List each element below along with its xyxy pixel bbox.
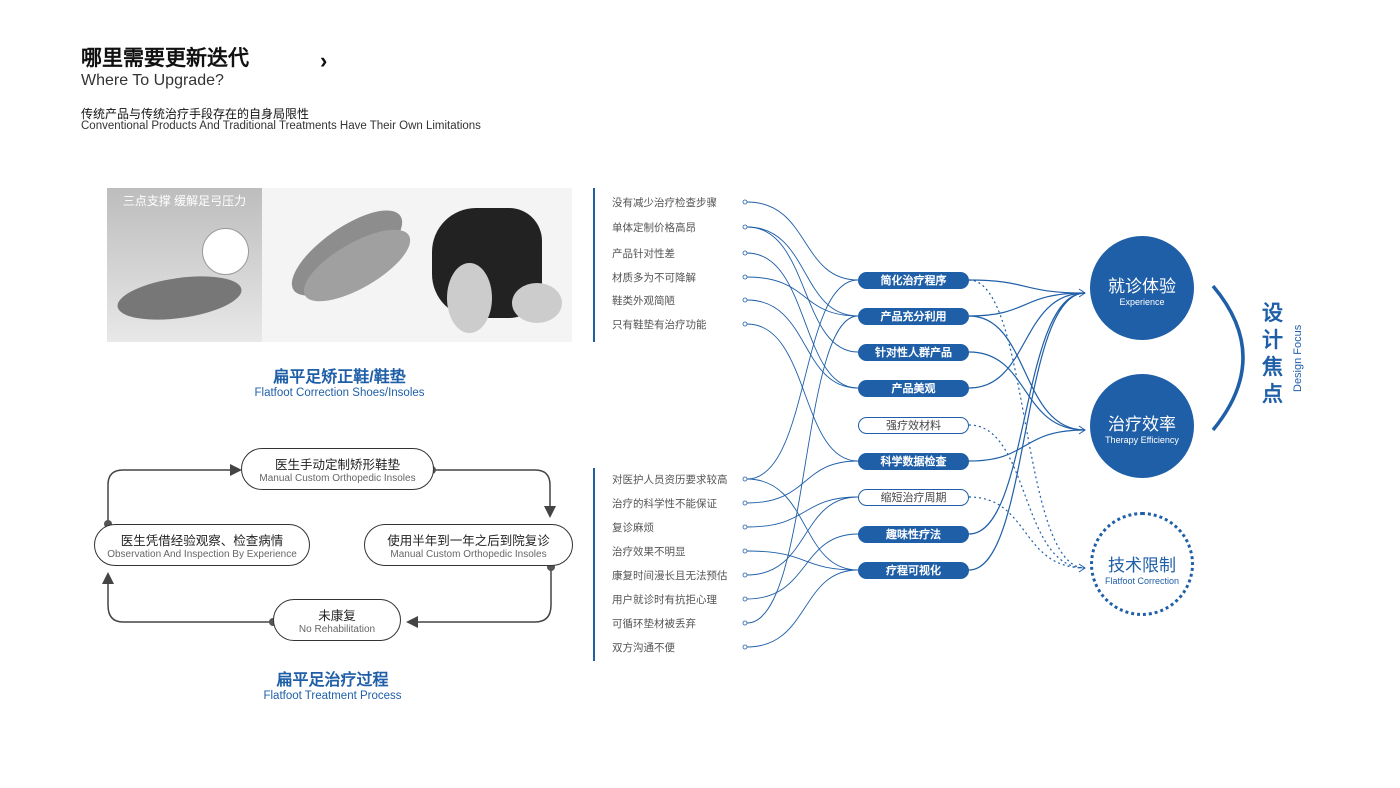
section-desc-zh: 传统产品与传统治疗手段存在的自身局限性 xyxy=(81,107,310,121)
arrow-head-icon xyxy=(1078,425,1086,435)
solution-link xyxy=(968,351,1086,431)
issue-dot xyxy=(742,500,748,506)
solution-link xyxy=(968,279,1086,569)
solution-link xyxy=(968,429,1086,462)
issue-dot xyxy=(742,321,748,327)
solution-link xyxy=(968,279,1086,294)
solution-pill: 强疗效材料 xyxy=(858,417,969,434)
section-desc-en: Conventional Products And Traditional Tr… xyxy=(81,120,481,132)
caption-en: Flatfoot Correction Shoes/Insoles xyxy=(254,387,425,399)
issue-item: 鞋类外观简陋 xyxy=(612,295,675,307)
issue-item: 治疗效果不明显 xyxy=(612,546,686,558)
issue-item: 用户就诊时有抗拒心理 xyxy=(612,594,717,606)
issue-dot xyxy=(742,199,748,205)
issue-link xyxy=(746,201,859,281)
issue-item: 复诊麻烦 xyxy=(612,522,654,534)
issue-item: 可循环垫材被丢弃 xyxy=(612,618,696,630)
solution-pill: 产品充分利用 xyxy=(858,308,969,325)
solution-pill: 趣味性疗法 xyxy=(858,526,969,543)
caption-zh: 扁平足治疗过程 xyxy=(276,672,389,689)
chevron-right-icon: › xyxy=(320,48,328,73)
issue-item: 对医护人员资历要求较高 xyxy=(612,474,728,486)
divider xyxy=(593,468,595,661)
solution-pill: 科学数据检查 xyxy=(858,453,969,470)
page-title: 哪里需要更新迭代 xyxy=(81,47,249,70)
issue-link xyxy=(746,478,859,571)
solution-link xyxy=(968,292,1086,535)
issue-item: 康复时间漫长且无法预估 xyxy=(612,570,728,582)
solution-pill: 针对性人群产品 xyxy=(858,344,969,361)
solution-link xyxy=(968,424,1086,569)
issue-item: 产品针对性差 xyxy=(612,248,675,260)
issue-link xyxy=(746,276,859,317)
issue-link xyxy=(746,323,859,462)
issue-item: 没有减少治疗检查步骤 xyxy=(612,197,717,209)
solution-pill: 产品美观 xyxy=(858,380,969,397)
issue-dot xyxy=(742,572,748,578)
issue-item: 单体定制价格高昂 xyxy=(612,222,696,234)
issue-dot xyxy=(742,620,748,626)
solution-link xyxy=(968,496,1086,569)
products-caption: 扁平足矫正鞋/鞋垫 Flatfoot Correction Shoes/Inso… xyxy=(107,363,572,399)
issue-item: 双方沟通不便 xyxy=(612,642,675,654)
solution-link xyxy=(968,292,1086,389)
solution-pill: 简化治疗程序 xyxy=(858,272,969,289)
issue-link xyxy=(746,299,859,389)
issue-dot xyxy=(742,250,748,256)
bracket-arc xyxy=(1211,284,1245,432)
issue-dot xyxy=(742,524,748,530)
issue-dot xyxy=(742,644,748,650)
issue-item: 治疗的科学性不能保证 xyxy=(612,498,717,510)
issue-link xyxy=(746,569,859,648)
solution-link xyxy=(968,292,1086,571)
page-subtitle: Where To Upgrade? xyxy=(81,72,224,89)
solution-link xyxy=(968,315,1086,431)
issue-dot xyxy=(742,274,748,280)
caption-en: Flatfoot Treatment Process xyxy=(263,690,402,702)
product-photos: 三点支撑 缓解足弓压力 xyxy=(107,188,572,342)
design-focus-title: 设计焦点 xyxy=(1262,302,1283,406)
issue-item: 只有鞋垫有治疗功能 xyxy=(612,319,707,331)
design-focus-subtitle: Design Focus xyxy=(1292,324,1304,392)
issue-link xyxy=(746,279,859,480)
issue-link xyxy=(746,226,859,317)
solution-link xyxy=(968,292,1086,317)
issue-dot xyxy=(742,297,748,303)
solution-pill: 疗程可视化 xyxy=(858,562,969,579)
issue-link xyxy=(746,315,859,624)
issue-link xyxy=(746,460,859,504)
insole-ad-image: 三点支撑 缓解足弓压力 xyxy=(107,188,262,342)
issue-link xyxy=(746,496,859,576)
process-caption: 扁平足治疗过程 Flatfoot Treatment Process xyxy=(200,666,465,702)
issue-link xyxy=(746,226,859,353)
divider xyxy=(593,188,595,342)
solution-pill: 缩短治疗周期 xyxy=(858,489,969,506)
insole-image xyxy=(262,188,417,342)
issue-dot xyxy=(742,596,748,602)
caption-zh: 扁平足矫正鞋/鞋垫 xyxy=(273,369,406,386)
ad-headline: 三点支撑 缓解足弓压力 xyxy=(122,194,247,208)
issue-item: 材质多为不可降解 xyxy=(612,272,696,284)
issue-dot xyxy=(742,548,748,554)
arrow-head-icon xyxy=(1078,563,1086,573)
issue-dot xyxy=(742,476,748,482)
issue-link xyxy=(746,550,859,571)
issue-dot xyxy=(742,224,748,230)
issue-link xyxy=(746,533,859,600)
shoe-image xyxy=(417,188,572,342)
issue-link xyxy=(746,496,859,528)
issue-link xyxy=(746,252,859,389)
arrow-head-icon xyxy=(1078,288,1086,298)
